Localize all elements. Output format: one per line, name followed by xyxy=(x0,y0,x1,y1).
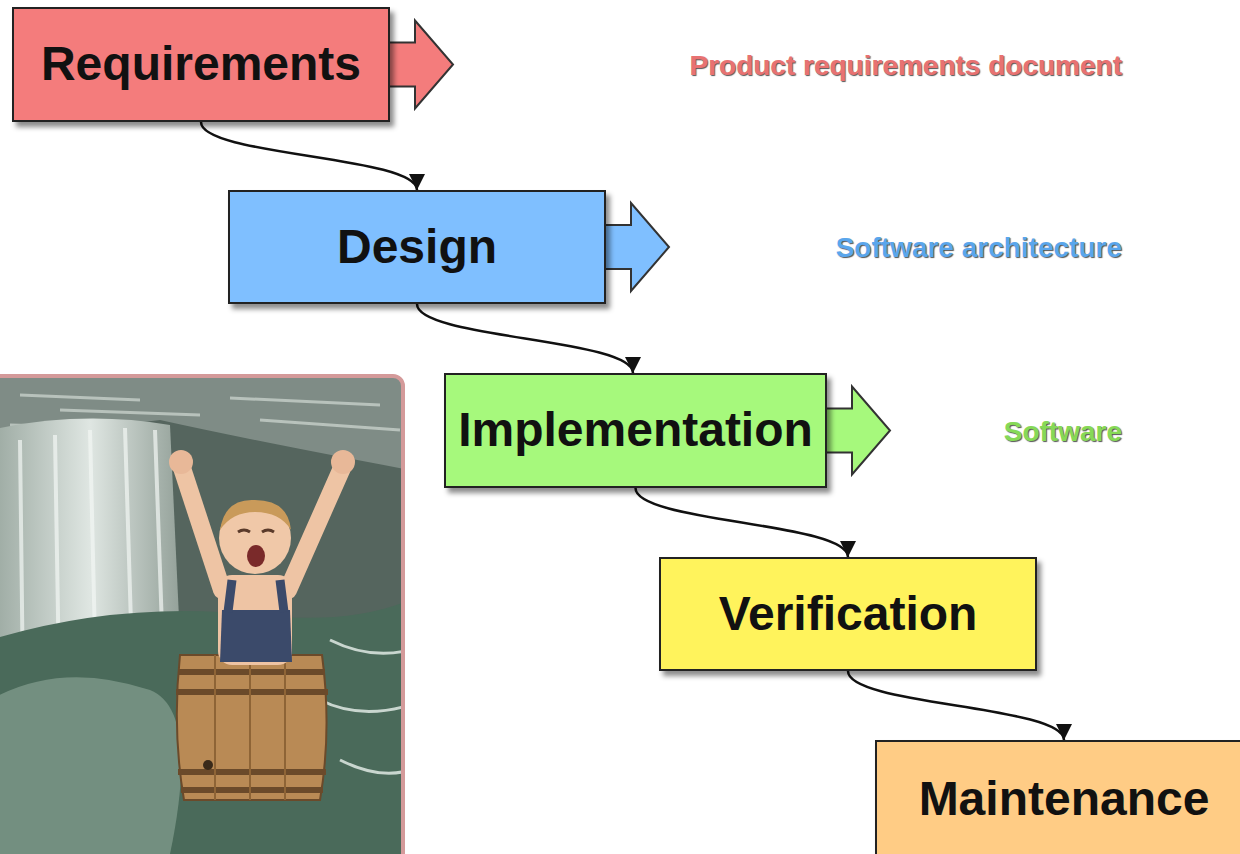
flow-arrow xyxy=(636,488,849,557)
overalls xyxy=(220,610,292,662)
output-arrow xyxy=(604,203,669,291)
flow-arrow xyxy=(848,671,1064,740)
left-fist xyxy=(169,450,193,474)
photo-content xyxy=(0,376,403,854)
right-arm xyxy=(288,468,342,590)
barrel-staves xyxy=(215,655,285,800)
output-label: Product requirements document xyxy=(689,49,1122,83)
barrel xyxy=(177,655,327,800)
right-fist xyxy=(331,450,355,474)
open-mouth xyxy=(247,545,265,567)
block-arrow xyxy=(388,21,453,109)
process-box: Design xyxy=(228,190,606,304)
torso xyxy=(218,575,292,665)
process-box: Verification xyxy=(659,557,1037,671)
box-title: Implementation xyxy=(458,404,813,457)
box-title: Verification xyxy=(719,588,978,641)
output-arrow xyxy=(388,21,453,109)
flow-arrow xyxy=(417,304,633,373)
water-ground xyxy=(0,376,403,854)
water-ripples xyxy=(320,640,403,773)
foreground-water xyxy=(0,600,403,854)
box-title: Requirements xyxy=(41,38,361,91)
overall-straps xyxy=(228,580,284,612)
barrel-bands xyxy=(176,672,328,790)
box-title: Design xyxy=(337,221,497,274)
hair xyxy=(220,500,291,530)
output-label: Software xyxy=(1004,415,1122,449)
process-box: Maintenance xyxy=(875,740,1240,854)
output-label: Software architecture xyxy=(836,231,1122,265)
water-foam xyxy=(0,677,181,854)
process-box: Requirements xyxy=(12,7,390,122)
left-arm xyxy=(182,468,222,590)
box-title: Maintenance xyxy=(919,773,1210,826)
shut-eyes xyxy=(238,530,274,532)
output-arrow xyxy=(825,387,890,475)
barrel-hole xyxy=(203,760,213,770)
photo-frame xyxy=(0,376,403,854)
process-box: Implementation xyxy=(444,373,827,488)
block-arrow xyxy=(825,387,890,475)
flow-arrow xyxy=(201,122,417,190)
block-arrow xyxy=(604,203,669,291)
